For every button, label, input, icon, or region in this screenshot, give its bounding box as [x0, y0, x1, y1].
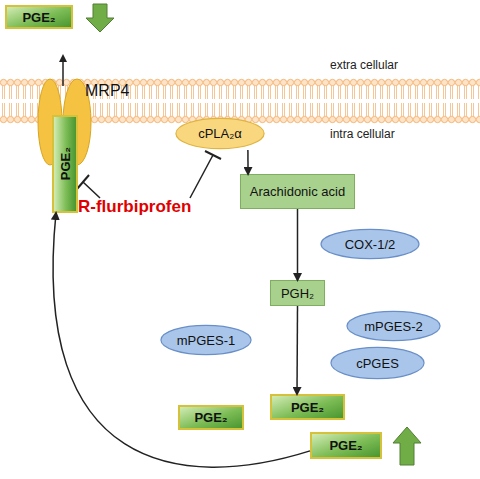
ellipse-shape [331, 347, 424, 378]
increase-arrow [393, 427, 421, 465]
node-text: PGH₂ [281, 286, 314, 301]
node-text: COX-1/2 [345, 237, 396, 252]
node-text: cPGES [356, 356, 399, 371]
reaction-arrow [53, 213, 310, 467]
region-label: intra cellular [330, 127, 395, 141]
ellipse-shape [321, 229, 419, 258]
transporter: MRP4PGE₂ [28, 70, 140, 218]
reaction-arrow [296, 306, 298, 394]
product-box: PGE₂ [270, 394, 345, 420]
reaction-arrow [247, 150, 249, 174]
node-text: cPLA₂α [198, 126, 242, 141]
drug-label: R-flurbiprofen [78, 197, 191, 217]
node-text: PGE₂ [22, 10, 55, 25]
export-arrow [62, 56, 64, 86]
node-text: PGE₂ [194, 410, 227, 425]
product-box: PGE₂ [178, 405, 244, 430]
enzyme-ellipse: cPGES [330, 346, 425, 380]
transporter-name: MRP4 [85, 82, 129, 100]
enzyme-ellipse: mPGES-2 [346, 310, 441, 342]
product-box: PGE₂ [52, 115, 78, 213]
metabolite-box: PGH₂ [270, 280, 325, 306]
node-text: Arachidonic acid [250, 184, 345, 199]
region-label: extra cellular [330, 58, 398, 72]
reaction-arrow [297, 209, 299, 280]
node-text: PGE₂ [291, 400, 324, 415]
product-box: PGE₂ [310, 432, 382, 459]
decrease-arrow [86, 4, 114, 32]
inhibition-bar [77, 175, 89, 189]
node-text: mPGES-2 [364, 319, 423, 334]
node-text: PGE₂ [329, 438, 362, 453]
inhibition-line [190, 155, 213, 198]
inhibition-line [83, 182, 100, 198]
inhibition-bar [205, 151, 221, 159]
node-text: mPGES-1 [177, 333, 236, 348]
enzyme-ellipse: COX-1/2 [320, 228, 420, 260]
enzyme-ellipse: cPLA₂α [175, 117, 265, 150]
ellipse-shape [347, 311, 440, 340]
enzyme-ellipse: mPGES-1 [160, 324, 252, 356]
product-box: PGE₂ [5, 5, 73, 29]
ellipse-shape [176, 118, 264, 148]
metabolite-box: Arachidonic acid [240, 174, 355, 209]
ellipse-shape [161, 325, 251, 354]
node-text: PGE₂ [58, 147, 73, 180]
